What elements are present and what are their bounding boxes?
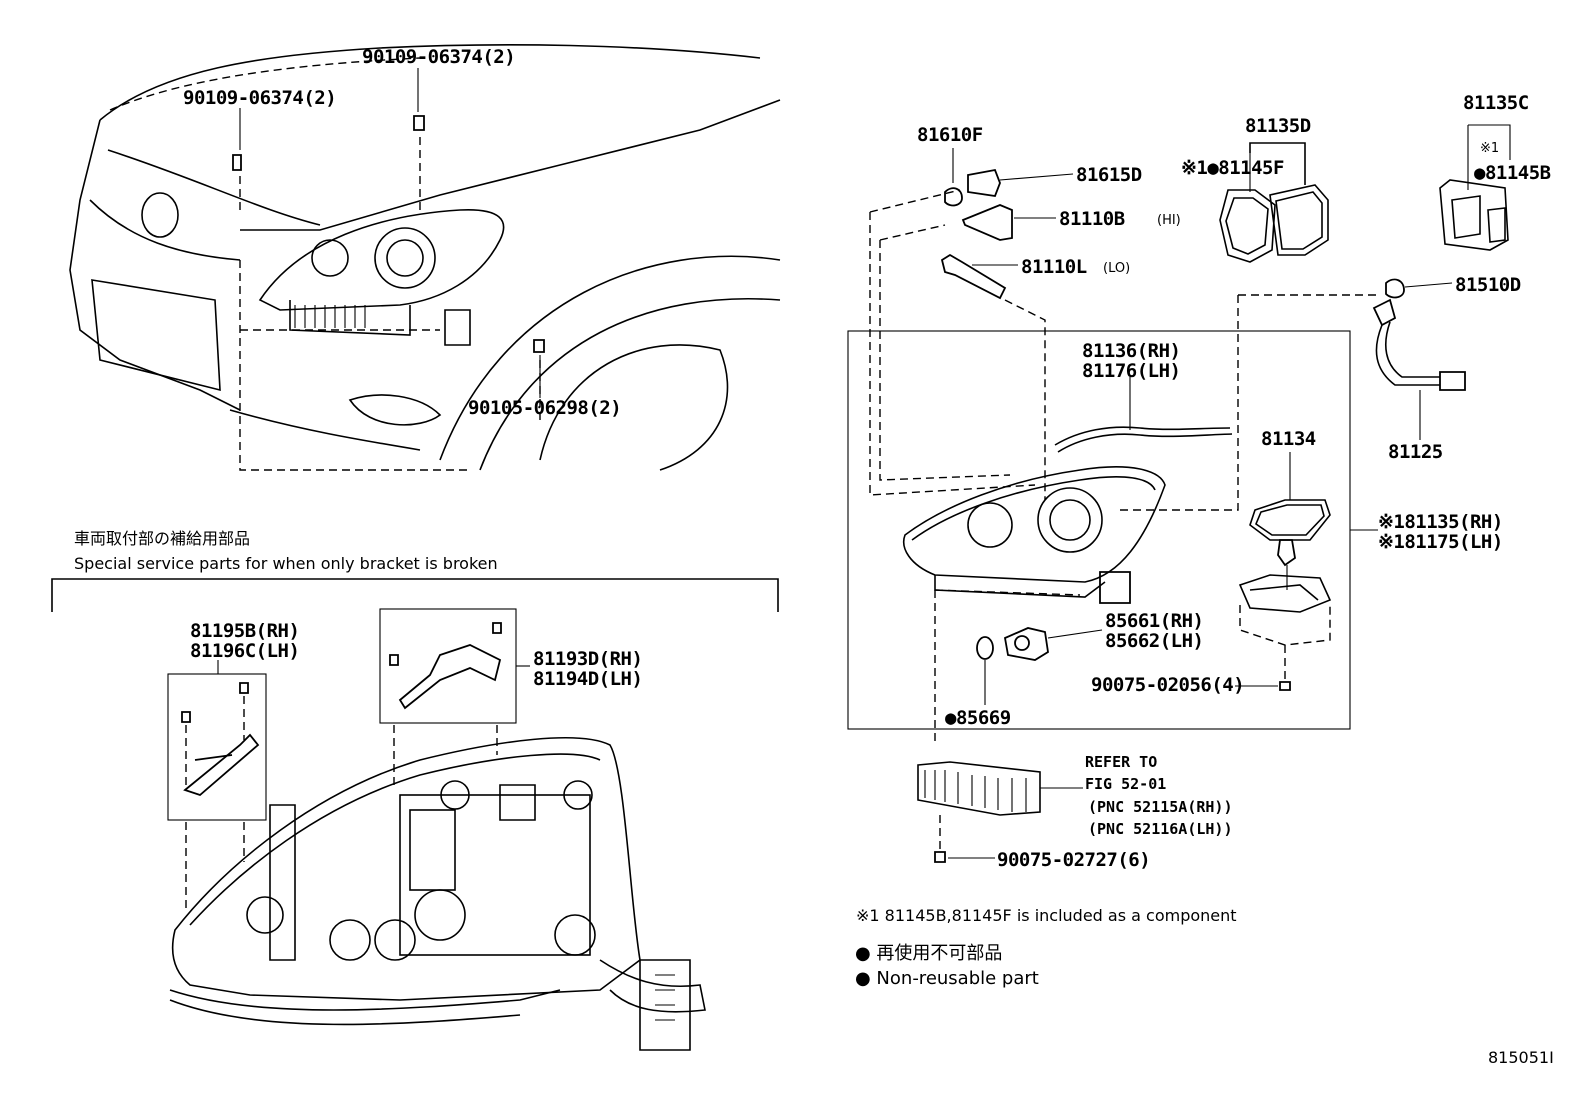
label-81196C-lh: 81196C(LH) bbox=[190, 640, 299, 662]
service-parts-bracket-line bbox=[51, 578, 779, 612]
ballast-81135-drawing bbox=[1235, 529, 1378, 691]
label-81193D-rh: 81193D(RH) bbox=[533, 648, 642, 670]
service-parts-title-en: Special service parts for when only brac… bbox=[74, 554, 498, 573]
label-81135-rh: ※181135(RH) bbox=[1378, 511, 1503, 533]
socket-81510D-81125-drawing bbox=[1120, 278, 1466, 511]
label-refer-pnc-lh: (PNC 52116A(LH)) bbox=[1088, 820, 1233, 838]
bulb-parts-upper bbox=[869, 148, 1074, 500]
label-81145F: ※1●81145F bbox=[1181, 157, 1284, 179]
label-81125: 81125 bbox=[1388, 441, 1443, 463]
label-90109-06374-top: 90109-06374(2) bbox=[362, 46, 515, 68]
label-90075-02727: 90075-02727(6) bbox=[997, 849, 1150, 871]
bracket-81195B-box bbox=[167, 673, 267, 821]
label-81610F: 81610F bbox=[917, 124, 983, 146]
label-85662-lh: 85662(LH) bbox=[1105, 630, 1203, 652]
label-81110B: 81110B bbox=[1059, 208, 1125, 230]
gasket-81134-drawing bbox=[1249, 452, 1331, 541]
label-81510D: 81510D bbox=[1455, 274, 1521, 296]
nonreusable-legend-en: ● Non-reusable part bbox=[855, 968, 1039, 989]
figure-id: 815051I bbox=[1488, 1048, 1554, 1067]
label-81136-rh: 81136(RH) bbox=[1082, 340, 1180, 362]
bracket-81193D-drawing bbox=[389, 622, 502, 790]
label-refer-fig: FIG 52-01 bbox=[1085, 775, 1166, 793]
bulb-85661-drawing bbox=[976, 627, 1103, 705]
label-81110L: 81110L bbox=[1021, 256, 1087, 278]
label-81615D: 81615D bbox=[1076, 164, 1142, 186]
headlamp-assembly-box bbox=[847, 330, 1351, 730]
headlamp-rear-view bbox=[169, 736, 706, 1051]
cap-81135C-drawing bbox=[1439, 124, 1511, 251]
component-footnote: ※1 81145B,81145F is included as a compon… bbox=[856, 906, 1237, 925]
label-refer-to: REFER TO bbox=[1085, 753, 1157, 771]
label-81195B-rh: 81195B(RH) bbox=[190, 620, 299, 642]
label-85669: ●85669 bbox=[945, 707, 1011, 729]
bracket-81195B-drawing bbox=[181, 682, 260, 912]
service-parts-title-jp: 車両取付部の補給用部品 bbox=[74, 529, 250, 548]
nonreusable-legend-jp: ● 再使用不可部品 bbox=[855, 943, 1002, 964]
label-90109-06374-left: 90109-06374(2) bbox=[183, 87, 336, 109]
label-81135C-note: ※1 bbox=[1480, 141, 1499, 156]
label-81194D-lh: 81194D(LH) bbox=[533, 668, 642, 690]
label-90105-06298: 90105-06298(2) bbox=[468, 397, 621, 419]
headlamp-unit-drawing bbox=[903, 466, 1166, 745]
lens-gasket-81136-drawing bbox=[1054, 377, 1233, 453]
label-81175-lh: ※181175(LH) bbox=[1378, 531, 1503, 553]
car-front-illustration bbox=[69, 44, 781, 471]
label-85661-rh: 85661(RH) bbox=[1105, 610, 1203, 632]
label-81135D: 81135D bbox=[1245, 115, 1311, 137]
label-81145B: ●81145B bbox=[1474, 162, 1551, 184]
label-81135C: 81135C bbox=[1463, 92, 1529, 114]
label-81134: 81134 bbox=[1261, 428, 1316, 450]
label-90075-02056: 90075-02056(4) bbox=[1091, 674, 1244, 696]
label-refer-pnc-rh: (PNC 52115A(RH)) bbox=[1088, 798, 1233, 816]
label-81110B-hi: (HI) bbox=[1157, 213, 1181, 228]
bracket-fig52-drawing bbox=[917, 761, 1083, 863]
label-81176-lh: 81176(LH) bbox=[1082, 360, 1180, 382]
label-81110L-lo: (LO) bbox=[1103, 261, 1130, 276]
cap-81135D-drawing bbox=[1219, 142, 1329, 263]
bracket-81193D-box bbox=[379, 608, 517, 724]
